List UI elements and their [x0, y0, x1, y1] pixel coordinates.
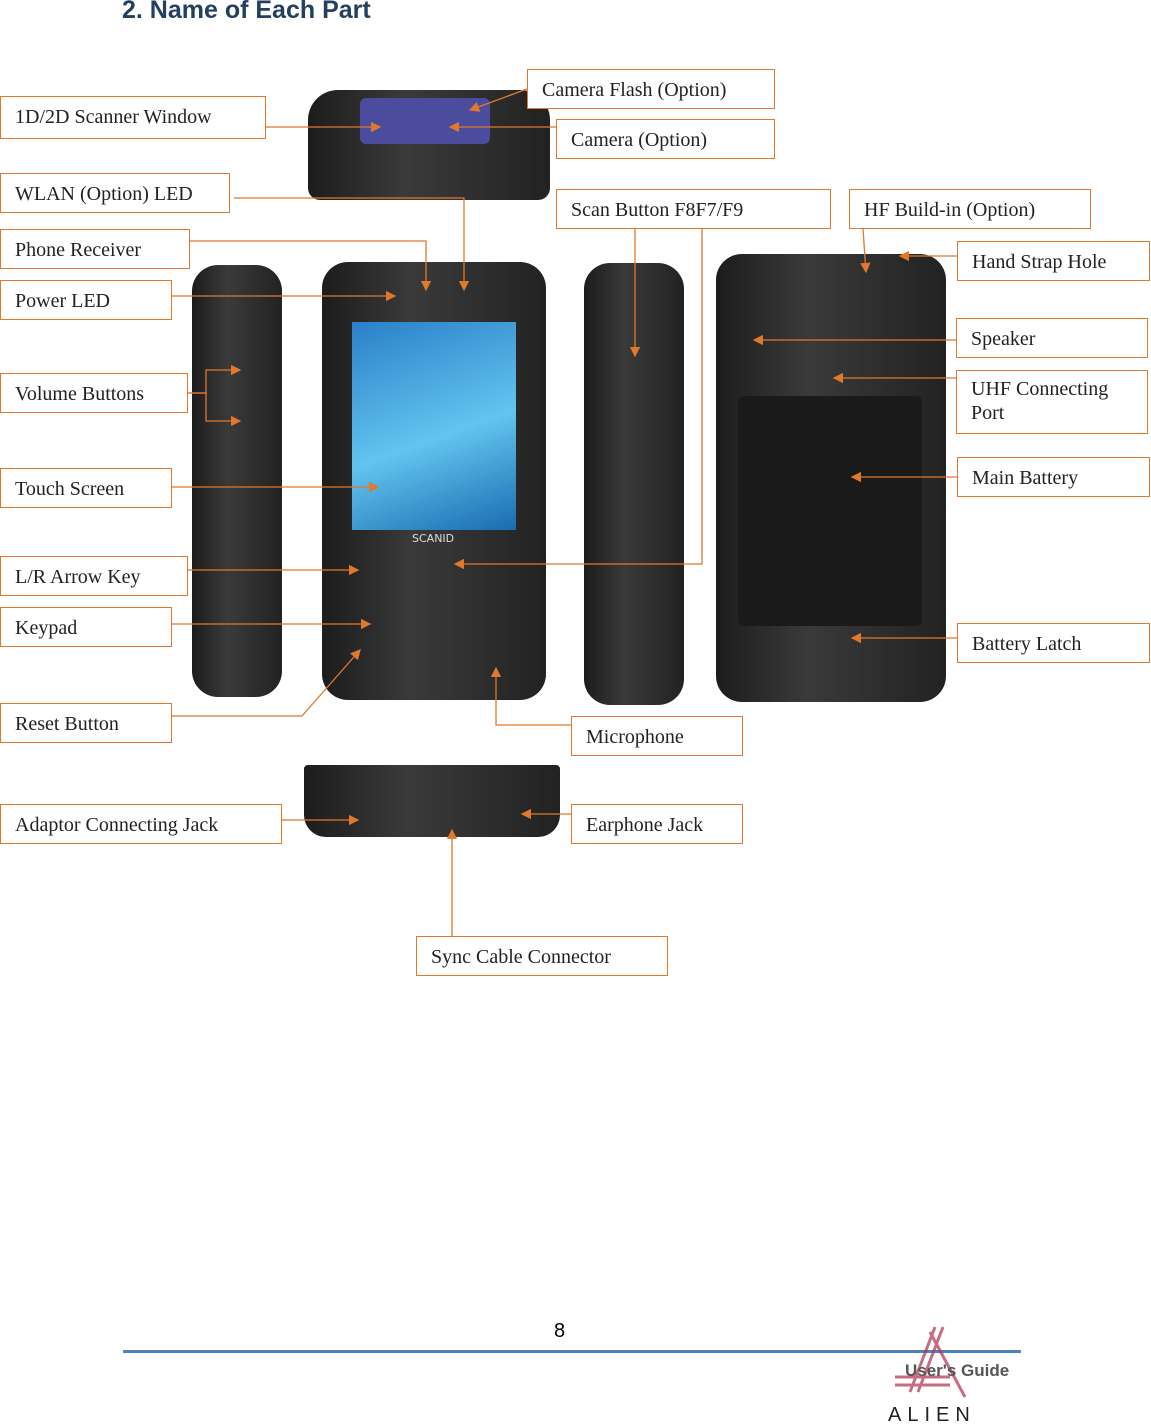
scanner-window-image [360, 98, 490, 144]
label-hf-buildin: HF Build-in (Option) [849, 189, 1091, 229]
label-battery-latch: Battery Latch [957, 623, 1150, 663]
label-adaptor-jack: Adaptor Connecting Jack [0, 804, 282, 844]
device-brand: SCANID [412, 532, 455, 545]
label-hand-strap: Hand Strap Hole [957, 241, 1150, 281]
label-scan-button: Scan Button F8F7/F9 [556, 189, 831, 229]
device-right-side [584, 263, 684, 705]
label-scanner-window: 1D/2D Scanner Window [0, 96, 266, 139]
label-main-battery: Main Battery [957, 457, 1150, 497]
label-touch-screen: Touch Screen [0, 468, 172, 508]
users-guide-text: User's Guide [905, 1361, 1010, 1380]
label-power-led: Power LED [0, 280, 172, 320]
label-sync-cable: Sync Cable Connector [416, 936, 668, 976]
label-earphone-jack: Earphone Jack [571, 804, 743, 844]
label-camera: Camera (Option) [556, 119, 775, 159]
page-number: 8 [554, 1320, 566, 1342]
label-wlan-led: WLAN (Option) LED [0, 173, 230, 213]
callout-lines [172, 88, 957, 936]
label-reset-button: Reset Button [0, 703, 172, 743]
label-camera-flash: Camera Flash (Option) [527, 69, 775, 109]
label-microphone: Microphone [571, 716, 743, 756]
label-lr-arrow-key: L/R Arrow Key [0, 556, 188, 596]
device-bottom-view [304, 765, 560, 837]
section-title: 2. Name of Each Part [122, 0, 371, 24]
footer-rule [123, 1350, 1021, 1353]
label-keypad: Keypad [0, 607, 172, 647]
battery-cover [738, 396, 922, 626]
label-volume-buttons: Volume Buttons [0, 373, 188, 413]
alien-logo-icon [895, 1326, 967, 1398]
label-phone-receiver: Phone Receiver [0, 229, 190, 269]
label-uhf-port: UHF Connecting Port [956, 370, 1148, 434]
device-left-side [192, 265, 282, 697]
label-speaker: Speaker [956, 318, 1148, 358]
alien-logo-text: ALIEN [888, 1404, 976, 1424]
touch-screen-image [352, 322, 516, 530]
